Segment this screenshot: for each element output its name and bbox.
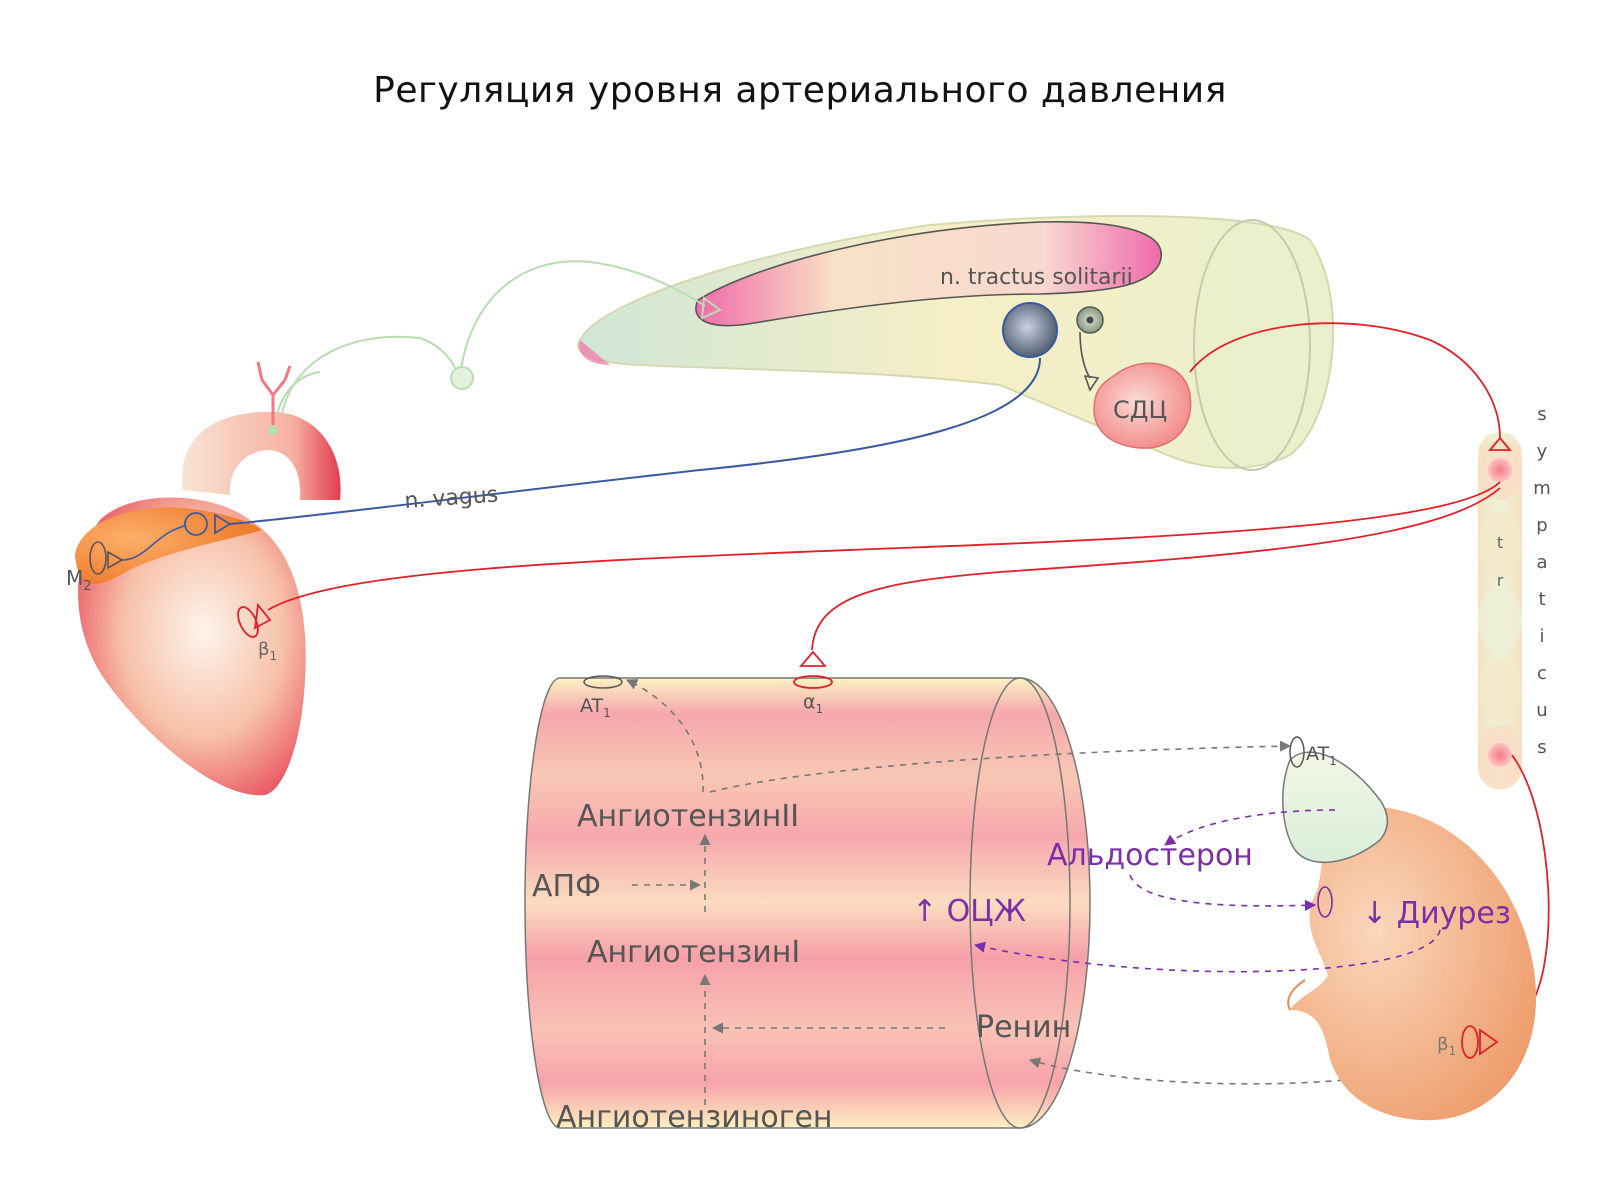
baroreceptor-ganglion <box>450 366 474 390</box>
lower-sympathetic-ganglion <box>1488 743 1512 767</box>
trunk-to-heart-fiber <box>267 481 1501 611</box>
ureter-stub <box>1287 979 1306 1011</box>
diuresis-label: ↓ Диурез <box>1362 896 1511 931</box>
m2-label: M2 <box>66 566 92 594</box>
heart-beta1-receptor-icon <box>237 606 259 638</box>
angiotensin1-label: АнгиотензинI <box>587 935 800 970</box>
svg-text:s: s <box>1537 404 1546 425</box>
heart-shape <box>78 497 306 796</box>
hormone-arrows <box>973 809 1441 973</box>
adrenal-at1-receptor-icon <box>1289 736 1305 768</box>
vagus-label: n. vagus <box>404 483 499 514</box>
sympathicus-label: s y m p a t i c u s <box>1533 404 1551 758</box>
heart-beta1-label: β1 <box>258 639 277 663</box>
ang2-to-adrenal-at1-arrow <box>709 740 1292 793</box>
sympathetic-fibers <box>267 322 1550 1046</box>
nts-label: n. tractus solitarii <box>940 265 1133 290</box>
brain-stem: n. tractus solitarii СДЦ <box>577 215 1335 471</box>
baroreceptor-afferent <box>274 260 722 429</box>
vagus-nerve: n. vagus <box>229 357 1041 525</box>
sdc-label: СДЦ <box>1113 396 1167 424</box>
renin-label: Ренин <box>976 1010 1071 1045</box>
ocj-label: ↑ ОЦЖ <box>912 894 1026 929</box>
apf-label: АПФ <box>532 869 601 904</box>
kidney-sympathetic-synapse <box>1479 1028 1499 1056</box>
aldosterone-receptor-icon <box>1317 886 1333 918</box>
diagram-title: Регуляция уровня артериального давления <box>373 70 1227 111</box>
adrenal-gland <box>1282 751 1389 863</box>
vessel-at1-receptor-icon <box>583 675 623 689</box>
vessel-sympathetic-synapse <box>799 650 827 667</box>
svg-text:u: u <box>1536 700 1547 721</box>
aldosterone-label: Альдостерон <box>1047 838 1253 873</box>
blood-vessel: AT1 α1 АнгиотензинII АПФ АнгиотензинI Ан… <box>524 650 1461 1135</box>
sympathetic-trunk: t r s y m p a t i c u s <box>1478 404 1551 790</box>
truncus-letter-t: t <box>1497 533 1503 552</box>
kidney-shape <box>1290 806 1537 1121</box>
adrenal-to-aldosterone-arrow <box>1164 809 1336 846</box>
medulla-cut-face <box>1193 219 1311 471</box>
preganglionic-vagal-synapse <box>214 513 232 535</box>
heart-group: M2 β1 <box>66 361 341 796</box>
svg-text:m: m <box>1533 478 1551 499</box>
vagal-dorsal-nucleus <box>1002 302 1058 358</box>
heart-sympathetic-synapse <box>253 602 272 630</box>
medulla-tip <box>579 340 610 365</box>
kidney-group: AT1 Альдостерон ↓ Диурез β1 <box>973 736 1537 1121</box>
small-nucleus-dot <box>1086 316 1094 324</box>
angiotensinogen-label: Ангиотензиноген <box>556 1100 833 1135</box>
sdc-to-trunk-fiber <box>1189 322 1501 439</box>
kidney-beta1-receptor-icon <box>1461 1025 1479 1059</box>
upper-sympathetic-ganglion <box>1488 458 1512 482</box>
sdc-center-shape <box>1093 362 1192 449</box>
svg-text:a: a <box>1536 552 1547 573</box>
trunk-synapse <box>1488 436 1512 451</box>
interneuron-synapse <box>1083 375 1100 392</box>
kidney-beta1-label: β1 <box>1437 1034 1456 1058</box>
svg-text:c: c <box>1537 663 1547 684</box>
adrenal-at1-label: AT1 <box>1306 743 1337 768</box>
angiotensin2-label: АнгиотензинII <box>577 799 799 834</box>
svg-text:y: y <box>1537 441 1548 462</box>
intracardiac-ganglion <box>184 512 208 536</box>
aldosterone-to-kidney-arrow <box>1129 874 1317 911</box>
m2-receptor-icon <box>89 541 107 575</box>
svg-text:p: p <box>1536 515 1547 536</box>
vessel-at1-label: AT1 <box>580 695 611 720</box>
aortic-arch <box>182 411 341 500</box>
diuresis-to-ocj-arrow <box>973 929 1441 973</box>
truncus-letter-r: r <box>1497 571 1504 590</box>
afferent-synapse <box>700 296 722 320</box>
alpha1-label: α1 <box>803 691 823 716</box>
svg-text:t: t <box>1538 589 1545 610</box>
trunk-to-vessel-fiber <box>811 487 1501 651</box>
vessel-opening <box>969 677 1071 1129</box>
alpha1-receptor-icon <box>793 675 833 689</box>
baroreceptor-ending <box>256 361 292 435</box>
svg-text:i: i <box>1539 626 1544 647</box>
postganglionic-vagal <box>121 524 187 561</box>
vagal-synapse <box>107 550 124 570</box>
svg-text:s: s <box>1537 737 1546 758</box>
nts-shape <box>695 220 1163 327</box>
ang2-to-vessel-at1-arrow <box>625 679 704 793</box>
